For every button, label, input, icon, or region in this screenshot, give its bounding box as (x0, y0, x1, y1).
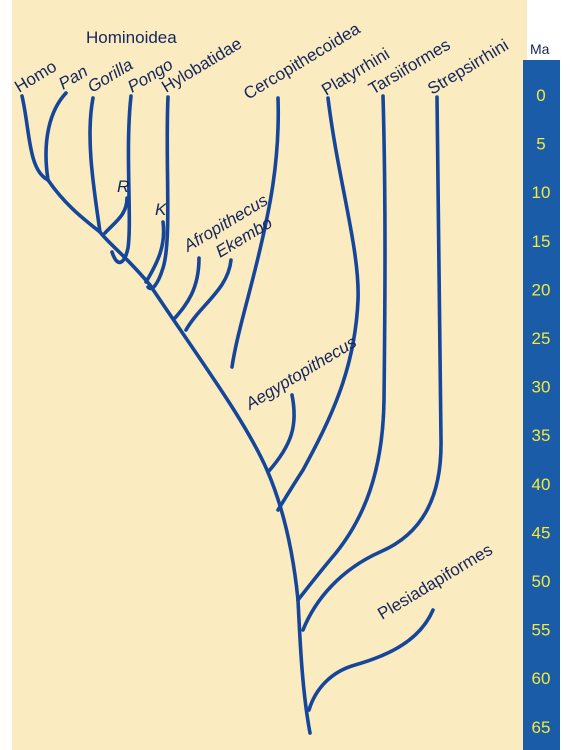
branch-gorilla (88, 96, 102, 234)
branch-tarsiiformes (296, 94, 387, 602)
label-k: K (155, 200, 167, 219)
scale-tick-label: 65 (532, 718, 551, 737)
branch-homo (20, 94, 50, 182)
scale-tick-label: 0 (536, 86, 545, 105)
scale-tick-label: 25 (532, 329, 551, 348)
branch-trunk (98, 230, 312, 735)
branch-pan (44, 91, 68, 182)
branch-hylobatidae (146, 95, 170, 291)
label-r: R (117, 177, 129, 196)
branch-platyrrhini (276, 96, 360, 512)
scale-ticks: 0 5 10 15 20 25 30 35 40 45 50 55 60 65 (532, 86, 551, 737)
label-plesiadapiformes: Plesiadapiformes (374, 540, 496, 623)
label-aegyptopithecus: Aegyptopithecus (241, 332, 360, 414)
label-homo: Homo (11, 57, 60, 97)
branch-pongo (110, 94, 133, 265)
scale-unit-label: Ma (530, 41, 550, 57)
scale-tick-label: 5 (536, 135, 545, 154)
branch-k (144, 220, 166, 284)
label-pan: Pan (55, 62, 91, 94)
branch-homo-pan-stem (46, 178, 102, 234)
label-cercopithecoidea: Cercopithecoidea (240, 19, 364, 104)
scale-tick-label: 30 (532, 378, 551, 397)
scale-tick-label: 50 (532, 572, 551, 591)
branch-cercopithecoidea (230, 96, 281, 369)
scale-tick-label: 20 (532, 280, 551, 299)
scale-tick-label: 10 (532, 183, 551, 202)
branch-r (103, 196, 129, 235)
scale-tick-label: 40 (532, 475, 551, 494)
branch-aegyptopithecus (266, 393, 296, 474)
branch-strepsirrhini (301, 95, 443, 632)
scale-tick-label: 15 (532, 232, 551, 251)
branch-afropithecus (173, 256, 201, 320)
label-gorilla: Gorilla (84, 55, 136, 97)
scale-tick-label: 35 (532, 426, 551, 445)
time-scale-bar (523, 60, 560, 750)
scale-tick-label: 45 (532, 523, 551, 542)
branch-ekembo (184, 258, 233, 332)
scale-tick-label: 55 (532, 621, 551, 640)
clade-title: Hominoidea (86, 28, 177, 47)
branch-plesiadapiformes (307, 608, 435, 712)
scale-tick-label: 60 (532, 669, 551, 688)
tree-branches (20, 91, 443, 735)
